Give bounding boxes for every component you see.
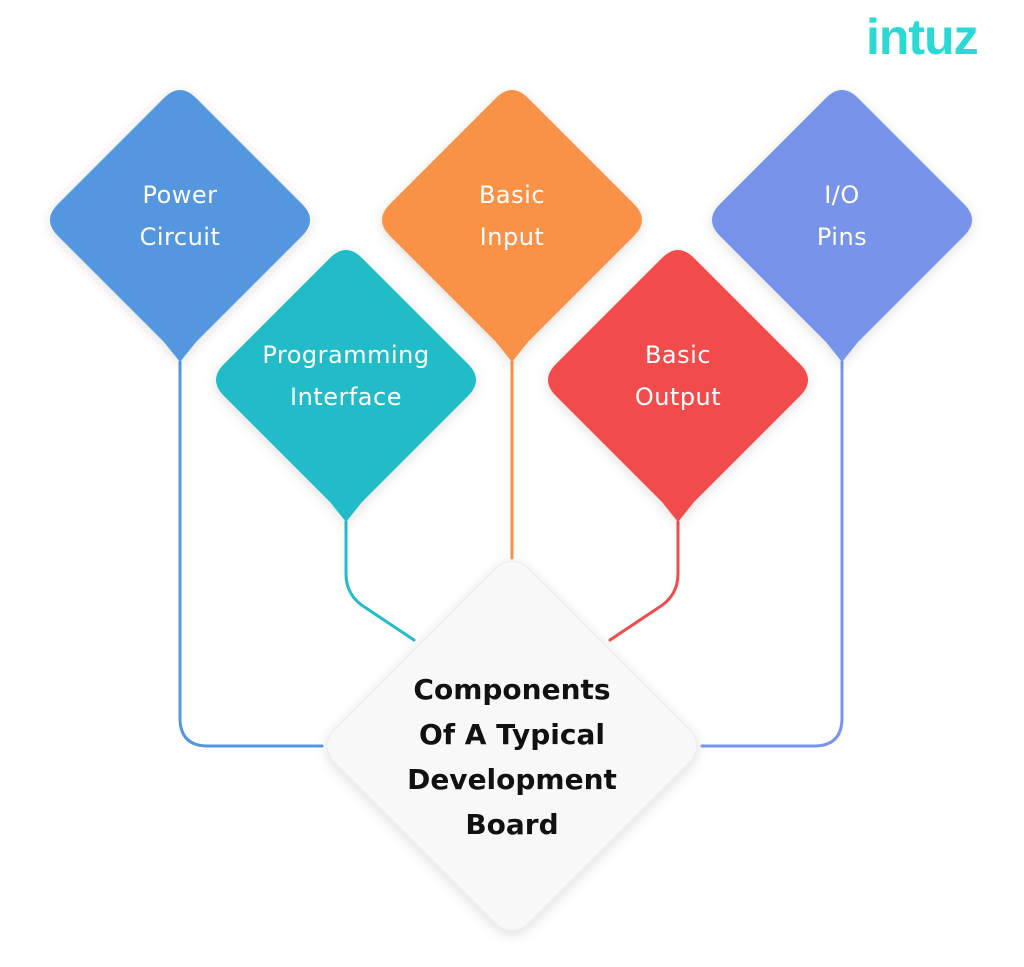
label-programming-interface: Programming Interface	[226, 334, 466, 418]
label-line: Basic	[644, 341, 712, 369]
diamond-basic-input	[382, 90, 642, 362]
label-line: Programming	[262, 341, 430, 369]
label-line: Output	[634, 383, 722, 411]
center-title-line: Of A Typical	[419, 718, 605, 751]
label-line: Power	[142, 181, 218, 209]
connector-io-pins	[700, 360, 844, 748]
intuz-logo: intuz	[866, 9, 979, 65]
diamond-basic-output	[548, 250, 808, 522]
diamond-io-pins	[712, 90, 972, 362]
label-line: Input	[479, 223, 545, 251]
label-basic-output: Basic Output	[588, 334, 768, 418]
connector-basic-output	[608, 520, 680, 642]
label-line: I/O	[824, 181, 860, 209]
logo-text: intuz	[866, 9, 978, 65]
label-line: Basic	[478, 181, 546, 209]
center-title: Components Of A Typical Development Boar…	[372, 667, 652, 847]
label-basic-input: Basic Input	[422, 174, 602, 258]
center-title-line: Components	[413, 673, 611, 706]
label-line: Interface	[290, 383, 402, 411]
label-line: Pins	[816, 223, 868, 251]
label-io-pins: I/O Pins	[752, 174, 932, 258]
label-power-circuit: Power Circuit	[90, 174, 270, 258]
label-line: Circuit	[139, 223, 221, 251]
diamond-power-circuit	[50, 90, 310, 362]
center-title-line: Development	[407, 763, 617, 796]
center-title-line: Board	[465, 808, 559, 841]
connector-power-circuit	[178, 360, 324, 748]
diamond-center	[326, 560, 698, 932]
diamond-programming-interface	[216, 250, 476, 522]
connector-programming-interface	[344, 520, 416, 642]
